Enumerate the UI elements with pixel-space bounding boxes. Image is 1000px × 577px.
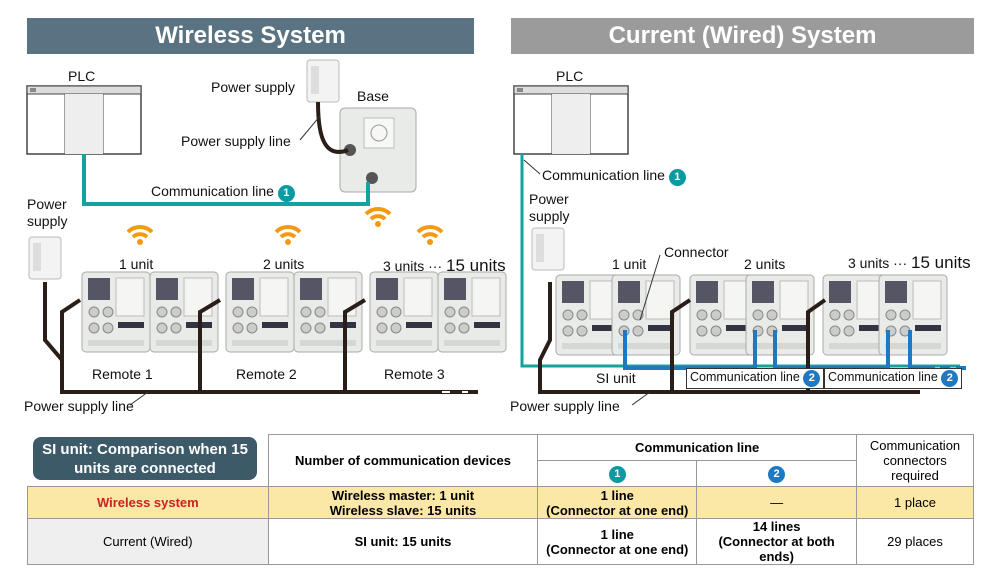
wireless-communication-line-label: Communication line 1 bbox=[151, 183, 295, 202]
wired-plc-label: PLC bbox=[556, 68, 584, 84]
wired-comm-line-2-label-b: Communication line 2 bbox=[824, 368, 963, 389]
row-connectors: 1 place bbox=[856, 486, 974, 519]
row-connectors: 29 places bbox=[856, 518, 974, 565]
wired-comm-line-2-label-a: Communication line 2 bbox=[686, 368, 825, 389]
wired-comm-line-1-badge: 1 bbox=[668, 169, 686, 186]
wireless-power-supply-line-top-label: Power supply line bbox=[181, 133, 291, 149]
wired-unit-3-label: 3 units ··· 15 units bbox=[848, 253, 971, 272]
wired-unit-1-label: 1 unit bbox=[612, 256, 647, 272]
wireless-power-supply-line-label: Power supply line bbox=[24, 398, 134, 414]
wired-system-header: Current (Wired) System bbox=[511, 18, 974, 54]
comparison-table: Number of communication devices Communic… bbox=[27, 434, 974, 565]
row-line2: — bbox=[696, 486, 858, 519]
row-label-wired: Current (Wired) bbox=[27, 518, 269, 565]
table-caption: SI unit: Comparison when 15 units are co… bbox=[33, 437, 257, 480]
remote-1-label: Remote 1 bbox=[92, 366, 153, 382]
comm-line-1-badge: 1 bbox=[277, 185, 295, 202]
unit-3-label: 3 units ··· 15 units bbox=[383, 256, 506, 275]
devices-header: Number of communication devices bbox=[267, 434, 539, 487]
comm-sub-1: 1 bbox=[537, 460, 698, 487]
connectors-header: Communication connectors required bbox=[856, 434, 974, 487]
wireless-system-header: Wireless System bbox=[27, 18, 474, 54]
remote-2-label: Remote 2 bbox=[236, 366, 297, 382]
row-line2: 14 lines(Connector at both ends) bbox=[696, 518, 858, 565]
wireless-plc-label: PLC bbox=[68, 68, 96, 84]
connector-label: Connector bbox=[664, 244, 729, 260]
row-devices: SI unit: 15 units bbox=[267, 518, 539, 565]
si-unit-label: SI unit bbox=[596, 370, 636, 386]
row-line1: 1 line(Connector at one end) bbox=[537, 486, 698, 519]
unit-2-label: 2 units bbox=[263, 256, 305, 272]
wired-unit-2-label: 2 units bbox=[744, 256, 786, 272]
table-row: Current (Wired) SI unit: 15 units 1 line… bbox=[27, 518, 974, 565]
base-label: Base bbox=[357, 88, 389, 104]
row-label-wireless: Wireless system bbox=[27, 486, 269, 519]
wired-communication-line-label: Communication line 1 bbox=[542, 167, 686, 186]
remote-3-label: Remote 3 bbox=[384, 366, 445, 382]
wireless-power-supply-label: Power supply bbox=[211, 79, 296, 95]
comm-line-header: Communication line bbox=[537, 434, 858, 461]
unit-1-label: 1 unit bbox=[119, 256, 154, 272]
wired-power-supply-label: Power supply bbox=[529, 191, 570, 224]
row-line1: 1 line(Connector at one end) bbox=[537, 518, 698, 565]
wired-power-supply-line-label: Power supply line bbox=[510, 398, 620, 414]
comm-sub-2: 2 bbox=[696, 460, 858, 487]
wireless-power-supply-left-label: Power supply bbox=[27, 196, 68, 229]
